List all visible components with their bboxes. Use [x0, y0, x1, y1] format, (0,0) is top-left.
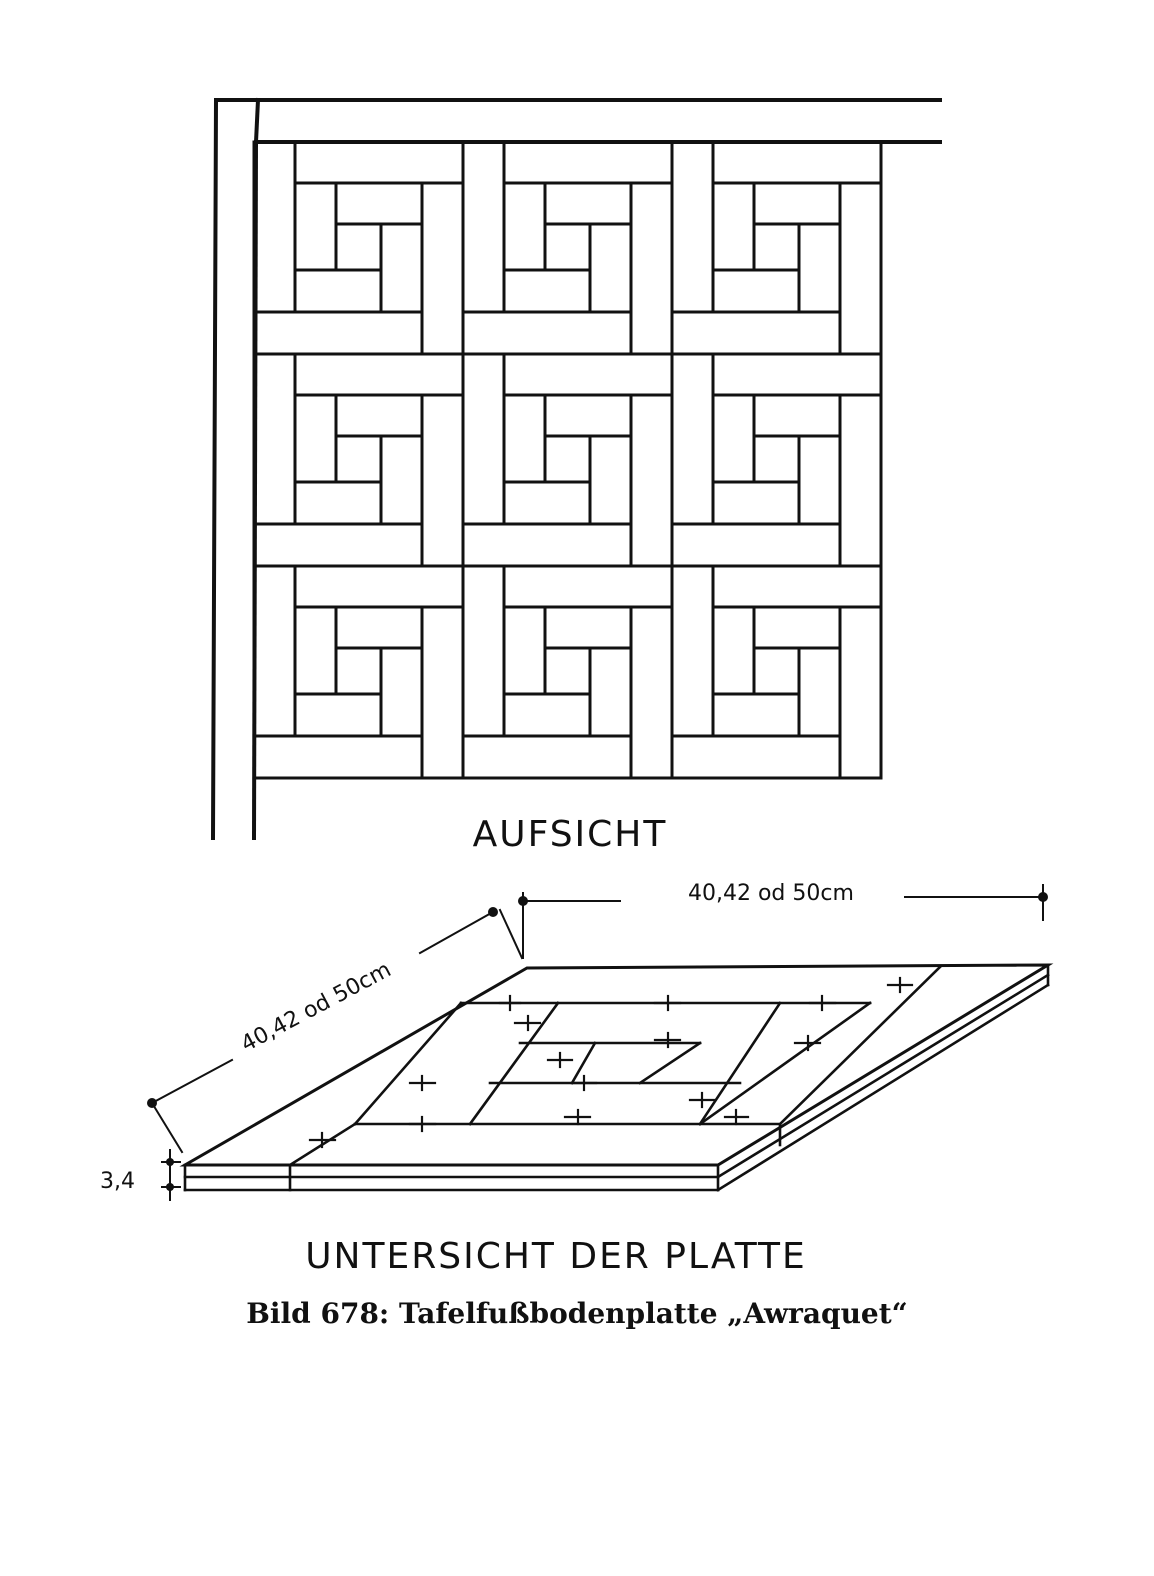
tongue-marks: [308, 976, 914, 1149]
tile-r3-c1-center-square: [334, 646, 383, 696]
tile-r2-c1-inner-right: [379, 434, 424, 526]
tile-r1-c1-inner-right: [379, 222, 424, 314]
tile-r1-c3-inner-right: [797, 222, 842, 314]
tile-r1-c3-board-top: [711, 140, 883, 185]
tile-r2-c2-inner-left: [502, 393, 547, 484]
tile-r3-c3-board-top: [711, 564, 883, 609]
tile-r1-c3-board-left: [670, 140, 715, 314]
tile-r1-c2-inner-bottom: [502, 268, 592, 314]
tile-r3-c2-inner-bottom: [502, 692, 592, 738]
tile-r3-c1-board-left: [252, 564, 297, 738]
tile-r3-c3-inner-right: [797, 646, 842, 738]
tile-r3-c3-board-right: [838, 605, 883, 780]
tile-r3-c2-board-left: [461, 564, 506, 738]
tile-r2-c3-center-square: [752, 434, 801, 484]
tile-r2-c3-inner-bottom: [711, 480, 801, 526]
tile-r1-c3-inner-top: [752, 181, 842, 226]
tile-r3-c3-board-left: [670, 564, 715, 738]
tile-r3-c2-inner-right: [588, 646, 633, 738]
tile-r2-c1-board-top: [293, 352, 465, 397]
tile-r3-c2-board-right: [629, 605, 674, 780]
tile-r1-c3-inner-left: [711, 181, 756, 272]
tile-r2-c3-inner-top: [752, 393, 842, 438]
dimension-lines: [150, 884, 1044, 1201]
tile-r2-c2-inner-bottom: [502, 480, 592, 526]
tile-r1-c1-board-top: [293, 140, 465, 185]
top-view-label: AUFSICHT: [473, 814, 668, 855]
figure-caption: Bild 678: Tafelfußbodenplatte „Awraquet“: [0, 1297, 1154, 1330]
tile-r2-c2-board-left: [461, 352, 506, 526]
tile-r3-c3-inner-top: [752, 605, 842, 650]
tile-r2-c1-center-square: [334, 434, 383, 484]
tile-r2-c3-inner-left: [711, 393, 756, 484]
tile-r2-c3-board-left: [670, 352, 715, 526]
tile-r3-c1-inner-bottom: [293, 692, 383, 738]
tile-r3-c1-board-bottom: [252, 734, 424, 780]
tile-r2-c2-inner-top: [543, 393, 633, 438]
tile-r1-c1-board-right: [420, 181, 465, 356]
tile-r1-c1-board-bottom: [252, 310, 424, 356]
tile-r2-c2-board-top: [502, 352, 674, 397]
tile-r1-c3-center-square: [752, 222, 801, 272]
tile-r1-c1-inner-left: [293, 181, 338, 272]
tile-r3-c3-board-bottom: [670, 734, 842, 780]
tile-r2-c2-inner-right: [588, 434, 633, 526]
tile-r1-c1-center-square: [334, 222, 383, 272]
tile-r3-c2-board-top: [502, 564, 674, 609]
tile-r2-c3-board-top: [711, 352, 883, 397]
tile-r2-c2-center-square: [543, 434, 592, 484]
tile-grid: [252, 140, 883, 780]
tile-r1-c1-inner-bottom: [293, 268, 383, 314]
tile-r2-c3-board-right: [838, 393, 883, 568]
tile-r1-c3-board-right: [838, 181, 883, 356]
tile-r1-c2-inner-left: [502, 181, 547, 272]
thickness-label: 3,4: [100, 1169, 135, 1194]
dimension-dots: [147, 892, 1048, 1191]
tile-r2-c3-inner-right: [797, 434, 842, 526]
tile-r1-c2-center-square: [543, 222, 592, 272]
tile-r1-c2-inner-top: [543, 181, 633, 226]
tile-r3-c2-center-square: [543, 646, 592, 696]
tile-r1-c1-board-left: [252, 140, 297, 314]
tile-r3-c1-board-top: [293, 564, 465, 609]
tile-r2-c1-board-bottom: [252, 522, 424, 568]
tile-r3-c1-board-right: [420, 605, 465, 780]
tile-r3-c2-board-bottom: [461, 734, 633, 780]
tile-r2-c1-board-left: [252, 352, 297, 526]
top-view-plan: [210, 97, 942, 841]
tile-r1-c2-board-top: [502, 140, 674, 185]
tile-r2-c1-inner-bottom: [293, 480, 383, 526]
tile-r3-c2-inner-left: [502, 605, 547, 696]
tile-r1-c1-inner-top: [334, 181, 424, 226]
tile-r1-c2-board-bottom: [461, 310, 633, 356]
dimension-label-left: 40,42 od 50cm: [237, 957, 395, 1057]
tile-r3-c1-inner-top: [334, 605, 424, 650]
tile-r1-c3-inner-bottom: [711, 268, 801, 314]
tile-r3-c3-inner-left: [711, 605, 756, 696]
tile-r3-c1-inner-right: [379, 646, 424, 738]
tile-r3-c1-inner-left: [293, 605, 338, 696]
bottom-view-label: UNTERSICHT DER PLATTE: [305, 1236, 807, 1277]
tile-r1-c2-inner-right: [588, 222, 633, 314]
tile-r1-c2-board-right: [629, 181, 674, 356]
tile-r3-c3-inner-bottom: [711, 692, 801, 738]
tile-r2-c2-board-bottom: [461, 522, 633, 568]
dimension-label-right: 40,42 od 50cm: [688, 881, 854, 906]
tile-r3-c3-center-square: [752, 646, 801, 696]
wall-border: [210, 97, 942, 841]
tile-r2-c1-inner-left: [293, 393, 338, 484]
tile-r2-c1-board-right: [420, 393, 465, 568]
tile-r3-c2-inner-top: [543, 605, 633, 650]
caption-text: Tafelfußbodenplatte „Awraquet“: [399, 1297, 908, 1330]
tile-r2-c2-board-right: [629, 393, 674, 568]
tile-r2-c1-inner-top: [334, 393, 424, 438]
caption-number: Bild 678:: [246, 1297, 390, 1330]
bottom-view-plate: [179, 963, 1054, 1192]
tile-r1-c3-board-bottom: [670, 310, 842, 356]
tile-r2-c3-board-bottom: [670, 522, 842, 568]
tile-r1-c2-board-left: [461, 140, 506, 314]
